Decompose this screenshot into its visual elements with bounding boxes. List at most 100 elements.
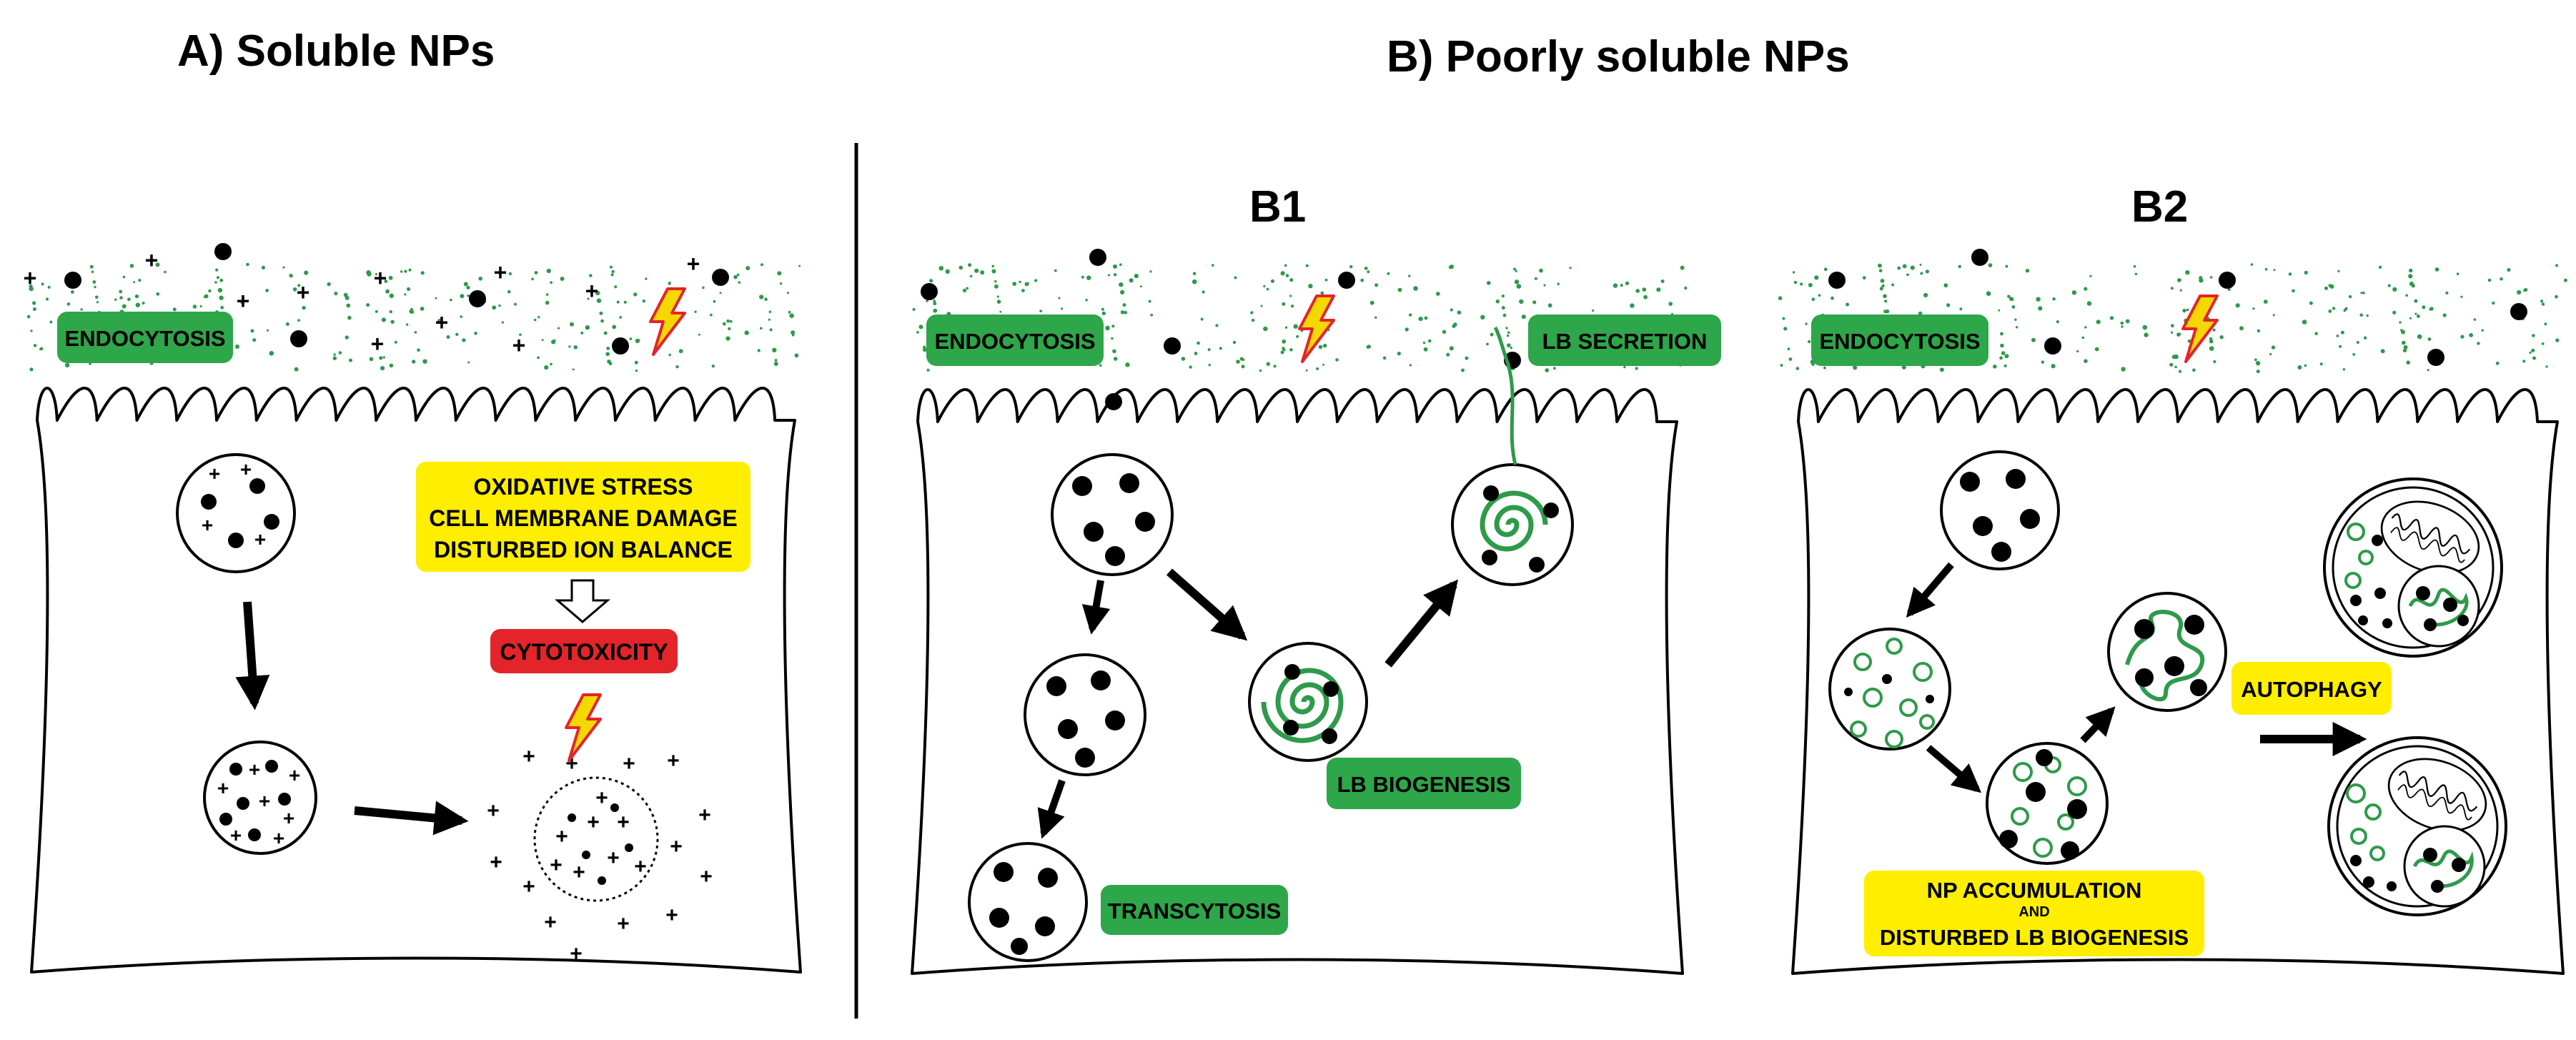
speckle: [215, 268, 219, 272]
speckle: [1260, 304, 1263, 307]
svg-text:+: +: [374, 265, 387, 291]
speckle: [462, 338, 466, 342]
speckle: [1450, 308, 1453, 312]
speckle: [1289, 348, 1293, 352]
speckle: [381, 317, 387, 322]
speckle: [545, 293, 549, 296]
effect-line-1: OXIDATIVE STRESS: [473, 474, 693, 500]
speckle: [546, 268, 551, 274]
speckle: [412, 360, 416, 364]
speckle: [991, 264, 995, 268]
svg-text:+: +: [289, 764, 300, 786]
speckle: [600, 319, 604, 323]
speckle: [2133, 264, 2136, 268]
svg-text:+: +: [435, 309, 449, 335]
speckle: [2541, 342, 2545, 345]
speckle: [214, 281, 217, 284]
speckle: [1516, 284, 1522, 289]
speckle: [235, 345, 239, 349]
speckle: [294, 367, 299, 372]
speckle: [1409, 364, 1412, 367]
speckle: [2387, 284, 2391, 287]
speckle: [404, 293, 407, 296]
speckle: [1943, 283, 1948, 288]
extracellular-nps-b1: [921, 249, 1521, 410]
speckle: [2036, 297, 2041, 302]
speckle: [1263, 284, 1266, 288]
speckle: [1897, 266, 1901, 270]
speckle: [138, 279, 142, 282]
speckle: [1054, 269, 1057, 272]
speckle: [550, 362, 553, 366]
speckle: [1263, 326, 1268, 332]
speckle: [96, 301, 99, 304]
speckle: [1446, 352, 1450, 357]
speckle: [1290, 304, 1294, 308]
speckle: [406, 287, 411, 292]
speckle: [400, 270, 403, 273]
speckle: [1112, 349, 1116, 354]
speckle: [2409, 317, 2412, 320]
speckle: [1853, 365, 1858, 370]
speckle: [2363, 336, 2367, 340]
speckle: [345, 335, 349, 340]
panel-b2: ENDOCYTOSIS: [1811, 249, 2527, 956]
speckle: [1879, 287, 1883, 291]
speckle: [1194, 352, 1198, 355]
svg-text:+: +: [522, 745, 535, 768]
speckle: [1148, 299, 1151, 303]
speckle: [1993, 365, 1997, 369]
speckle: [1324, 278, 1328, 282]
speckle: [267, 329, 269, 332]
speckle: [702, 286, 705, 289]
speckle: [2239, 326, 2244, 331]
vesicle-b2-rings: [1828, 628, 1951, 751]
svg-text:+: +: [273, 827, 284, 849]
speckle: [607, 360, 611, 364]
speckle: [1545, 368, 1550, 372]
speckle: [2532, 334, 2535, 337]
speckle: [385, 289, 390, 294]
speckle: [2219, 335, 2224, 340]
speckle: [2319, 362, 2323, 366]
speckle: [2041, 360, 2045, 364]
speckle: [2081, 336, 2085, 340]
speckle: [29, 367, 34, 372]
speckle: [1787, 347, 1790, 351]
speckle: [719, 292, 722, 294]
speckle: [2541, 302, 2545, 306]
speckle: [435, 297, 437, 299]
arrow-b2-2: [1926, 745, 1982, 793]
speckle: [2288, 272, 2292, 276]
effect-line-2: CELL MEMBRANE DAMAGE: [429, 505, 737, 531]
speckle: [282, 266, 285, 269]
speckle: [155, 262, 160, 267]
speckle: [1630, 303, 1635, 308]
speckle: [410, 308, 413, 311]
effect-line-3: DISTURBED ION BALANCE: [434, 537, 733, 563]
speckle: [595, 290, 600, 296]
speckle: [1323, 343, 1327, 348]
speckle: [568, 345, 571, 348]
autophagosome-2: [2327, 736, 2507, 916]
speckle: [1125, 362, 1130, 367]
speckle: [551, 340, 556, 345]
speckle: [1557, 282, 1560, 286]
speckle: [2016, 326, 2018, 329]
speckle: [250, 329, 254, 333]
speckle: [389, 293, 394, 298]
endocytosis-label-b2: [1811, 315, 1988, 366]
speckle: [2213, 360, 2216, 364]
speckle: [1519, 299, 1524, 304]
speckle: [635, 338, 640, 344]
speckle: [933, 308, 938, 313]
speckle: [1878, 263, 1882, 268]
speckle: [711, 365, 715, 368]
speckle: [33, 344, 37, 347]
speckle: [29, 286, 34, 292]
speckle: [2170, 287, 2174, 290]
speckle: [1284, 326, 1288, 329]
svg-text:+: +: [623, 752, 635, 776]
speckle: [1880, 279, 1885, 283]
speckle: [1449, 346, 1454, 351]
